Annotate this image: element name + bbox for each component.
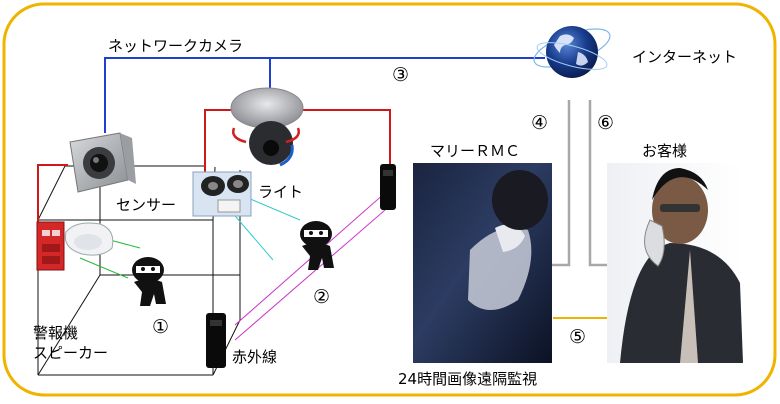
customer-photo [607,163,743,363]
alarm-box-icon [36,221,65,271]
monitoring-label: 24時間画像遠隔監視 [398,370,537,388]
network-camera-icon [69,132,136,193]
light-rays [229,197,301,261]
motion-sensor-icon [64,222,114,256]
step-6: ⑥ [597,112,614,134]
wiring-lines [37,109,391,222]
dome-camera-icon [230,87,304,167]
step-5: ⑤ [569,326,586,348]
network-lines [104,57,545,133]
step-4: ④ [531,112,548,134]
rmc-operator-photo [413,163,552,363]
gray-links [552,100,607,267]
sensor-rays [79,239,141,279]
alarm-label-line2: スピーカー [33,344,108,362]
intruder-icon [132,221,334,306]
alarm-label-line1: 警報機 [33,324,78,342]
internet-label: インターネット [632,48,737,66]
globe-icon [533,26,611,78]
outer-frame [2,2,777,397]
customer-label: お客様 [642,142,687,160]
step-1: ① [152,316,169,338]
sensor-label: センサー [116,196,176,214]
light-label: ライト [258,183,303,201]
rmc-label: マリーＲＭＣ [430,142,520,160]
infrared-beam-icon [206,164,396,368]
floodlight-icon [192,171,252,217]
step-2: ② [313,286,330,308]
infrared-label: 赤外線 [232,348,277,366]
network-camera-label: ネットワークカメラ [108,37,243,55]
step-3: ③ [392,64,409,86]
